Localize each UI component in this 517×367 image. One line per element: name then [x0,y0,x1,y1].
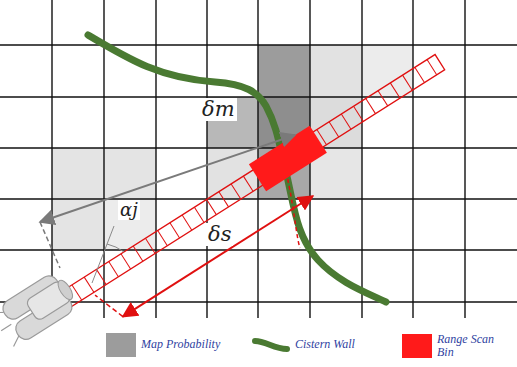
illustration-part [52,148,104,199]
legend-text: Cistern Wall [295,338,355,351]
illustration-part [361,0,362,318]
map-grid [0,0,517,318]
angle-arc [107,244,124,252]
scan-bin-tick [158,231,168,246]
map-dash [40,222,60,268]
scan-bin-tick [170,223,180,238]
cistern-wall [88,35,386,302]
illustration-part [72,60,437,301]
illustration-part [362,45,413,97]
dimension-label: δm [200,98,237,121]
illustration-part [258,45,310,97]
dimension-label: δs [206,223,233,246]
scan-bin-tick [427,60,437,75]
illustration-part [52,199,104,250]
scan-bin-tick [403,75,413,90]
scan-bin-tick [243,176,253,191]
scan-bin-tick [231,184,241,199]
scan-bin-tick [366,98,376,113]
scan-bin-tick [378,91,388,106]
illustration-part [51,0,52,318]
scan-bin-tick [390,83,400,98]
scan-bin-tick [84,277,94,292]
legend-text: Map Probability [141,338,220,351]
illustration-part [155,0,156,318]
illustration-part [60,54,445,307]
scan-bin-tick [415,67,425,82]
illustration-part [206,0,207,318]
illustration-part [0,307,22,347]
legend-swatch [402,334,432,358]
wall-hit-dash [286,172,300,248]
scan-bin-tick [145,238,155,253]
scan-bin-tick [194,207,204,222]
scan-bin-tick [354,106,364,121]
angle-ref-line [92,226,114,283]
illustration-part [0,44,517,45]
map-distance-arrow [40,135,295,222]
illustration-part [412,0,413,318]
illustration-part [310,45,362,97]
illustration-part [55,278,75,302]
legend-line-sample [252,333,290,357]
scan-dash [95,289,123,323]
scan-distance-arrow [123,196,313,317]
scan-bin-tick [219,192,229,207]
illustration-part [0,198,517,199]
range-beam [56,49,464,338]
range-scan-bin [249,126,327,192]
scan-bin-tick [96,269,106,284]
scan-bin-tick [133,246,143,261]
dimension-label: αj [118,200,140,220]
legend-item: Map Probability [106,333,220,357]
scan-bin-tick [207,199,217,214]
scan-bin-tick [72,285,82,300]
scan-bin-tick [182,215,192,230]
legend-item: Cistern Wall [252,333,355,357]
illustration-part [0,249,517,250]
legend-wall-line [255,341,287,349]
illustration-part [464,0,465,318]
legend-text: Range Scan Bin [437,333,503,359]
sonar-robot [0,269,81,350]
scan-bin-tick [121,254,131,269]
scan-bin-tick [341,114,351,129]
legend-swatch [106,333,136,357]
scan-bin-tick [329,122,339,137]
scan-bin-tick [109,262,119,277]
legend-item: Range Scan Bin [402,333,503,359]
